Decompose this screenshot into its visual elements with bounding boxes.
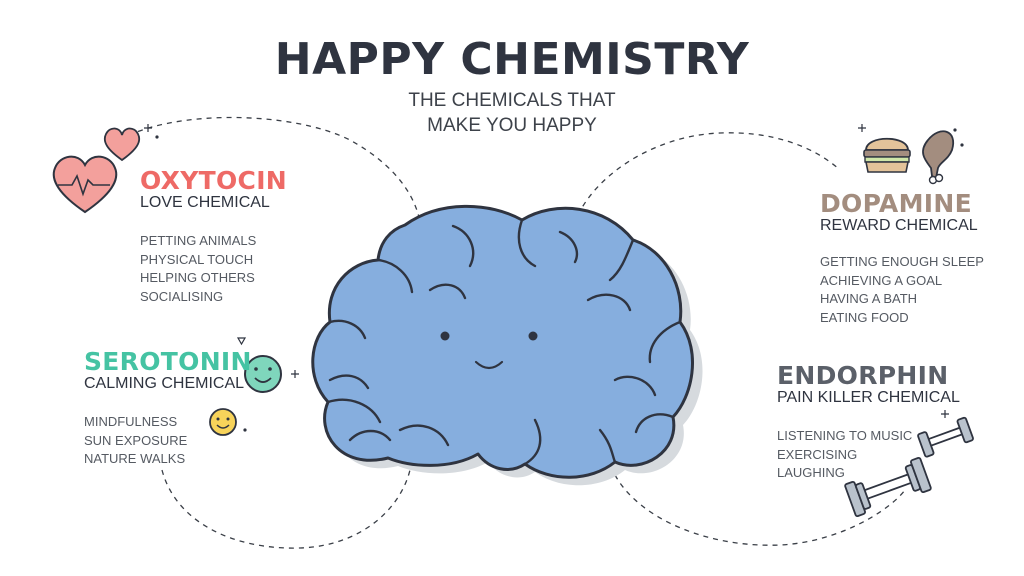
list-item: LISTENING TO MUSIC xyxy=(777,428,913,443)
serotonin-subtitle: CALMING CHEMICAL xyxy=(84,375,245,392)
oxytocin-section: OXYTOCIN LOVE CHEMICAL PETTING ANIMALS P… xyxy=(140,166,287,306)
list-item: EATING FOOD xyxy=(820,309,909,325)
heart-icon xyxy=(52,124,159,214)
connector-oxytocin xyxy=(119,116,421,223)
connector-dopamine xyxy=(577,132,841,216)
connector-serotonin xyxy=(161,469,411,549)
oxytocin-list: PETTING ANIMALS PHYSICAL TOUCH HELPING O… xyxy=(140,232,287,306)
list-item: HELPING OTHERS xyxy=(140,270,255,285)
subtitle-line-1: THE CHEMICALS THAT xyxy=(408,90,616,111)
subtitle-line-2: MAKE YOU HAPPY xyxy=(427,115,597,136)
page-title: HAPPY CHEMISTRY xyxy=(274,34,750,85)
list-item: NATURE WALKS xyxy=(84,451,186,466)
brain-face xyxy=(440,331,538,370)
oxytocin-name: OXYTOCIN xyxy=(140,166,288,195)
list-item: PHYSICAL TOUCH xyxy=(140,251,254,267)
oxytocin-subtitle: LOVE CHEMICAL xyxy=(140,194,270,211)
endorphin-section: ENDORPHIN PAIN KILLER CHEMICAL LISTENING… xyxy=(777,361,960,483)
dopamine-subtitle: REWARD CHEMICAL xyxy=(820,217,978,234)
list-item: GETTING ENOUGH SLEEP xyxy=(820,254,984,269)
serotonin-name: SEROTONIN xyxy=(84,347,252,376)
food-icon xyxy=(858,124,964,185)
list-item: LAUGHING xyxy=(777,465,845,480)
dopamine-name: DOPAMINE xyxy=(820,189,972,218)
list-item: PETTING ANIMALS xyxy=(140,233,257,248)
list-item: MINDFULNESS xyxy=(84,414,178,429)
endorphin-subtitle: PAIN KILLER CHEMICAL xyxy=(777,389,960,406)
dashed-connectors xyxy=(119,116,906,549)
list-item: SUN EXPOSURE xyxy=(84,432,188,448)
serotonin-section: SEROTONIN CALMING CHEMICAL MINDFULNESS S… xyxy=(84,347,252,469)
brain-folds xyxy=(326,218,682,466)
endorphin-list: LISTENING TO MUSIC EXERCISING LAUGHING xyxy=(777,427,960,483)
list-item: ACHIEVING A GOAL xyxy=(820,272,943,288)
dumbbell-icon xyxy=(844,410,974,517)
smiley-face-icon xyxy=(209,337,299,436)
dopamine-section: DOPAMINE REWARD CHEMICAL GETTING ENOUGH … xyxy=(820,189,984,327)
list-item: EXERCISING xyxy=(777,446,858,462)
list-item: SOCIALISING xyxy=(140,288,224,304)
endorphin-name: ENDORPHIN xyxy=(777,361,949,390)
brain-body xyxy=(311,204,694,479)
connector-endorphin xyxy=(614,474,906,546)
serotonin-list: MINDFULNESS SUN EXPOSURE NATURE WALKS xyxy=(84,413,252,469)
dopamine-list: GETTING ENOUGH SLEEP ACHIEVING A GOAL HA… xyxy=(820,253,984,327)
list-item: HAVING A BATH xyxy=(820,291,918,306)
